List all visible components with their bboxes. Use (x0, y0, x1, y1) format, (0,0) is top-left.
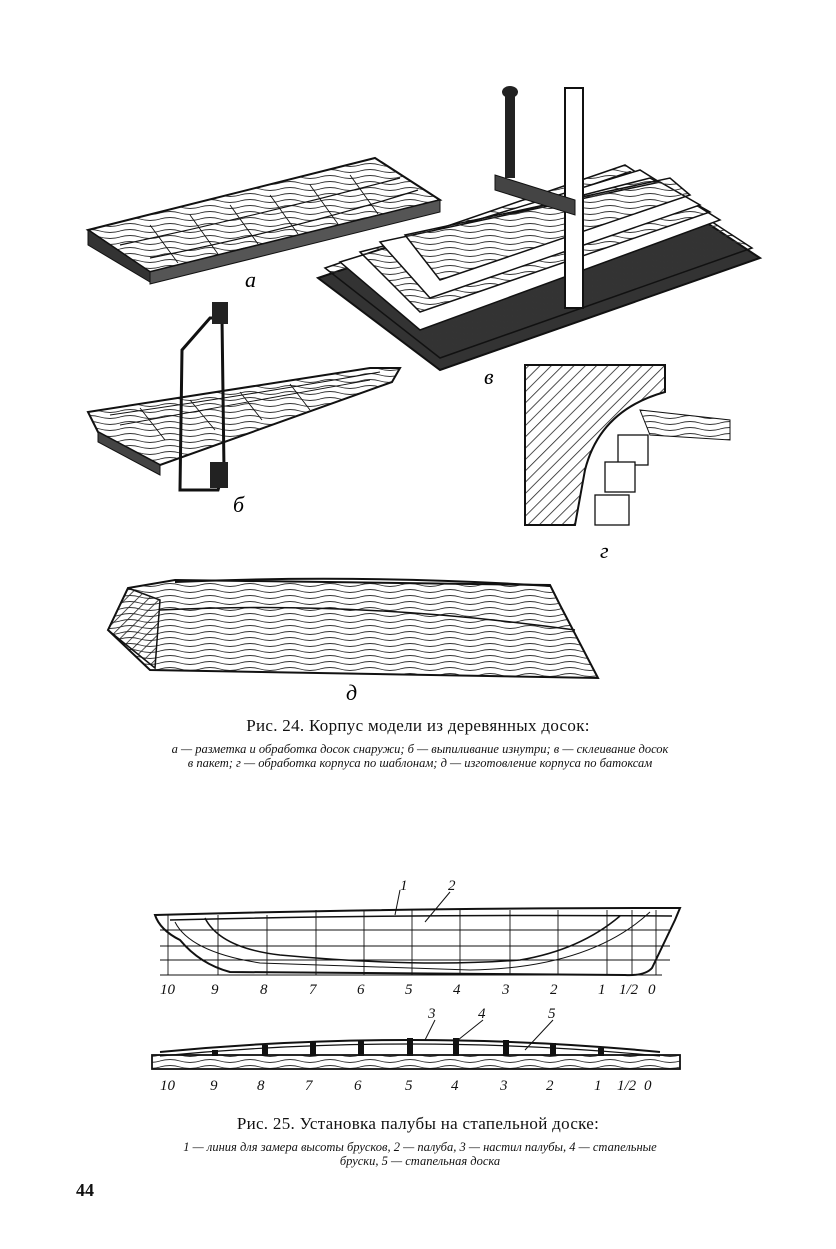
plank-marking-drawing (85, 156, 443, 285)
label-a: а (245, 267, 256, 292)
station-label: 6 (357, 982, 365, 998)
station-label: 0 (648, 982, 656, 998)
station-label: 10 (160, 982, 176, 998)
figure-24-title: Рис. 24. Корпус модели из деревянных дос… (246, 716, 590, 735)
station-label: 7 (305, 1078, 314, 1094)
deck-setup-drawing (151, 1019, 681, 1070)
station-label: 4 (451, 1078, 459, 1094)
callout-4: 4 (478, 1006, 486, 1022)
page-number: 44 (76, 1180, 94, 1200)
figure-25-legend-line-2: бруски, 5 — стапельная доска (339, 1154, 501, 1168)
figure-24-legend-line-1: а — разметка и обработка досок снаружи; … (171, 742, 669, 756)
label-g: г (600, 538, 609, 563)
figure-25-legend-line-1: 1 — линия для замера высоты брусков, 2 —… (183, 1140, 657, 1154)
station-label: 0 (644, 1078, 652, 1094)
callout-5: 5 (548, 1006, 556, 1022)
label-d: д (346, 680, 357, 700)
figure-25-title: Рис. 25. Установка палубы на стапельной … (236, 1114, 600, 1133)
station-label: 1 (594, 1078, 602, 1094)
callout-3: 3 (427, 1006, 436, 1022)
station-label: 1 (598, 982, 606, 998)
station-label: 6 (354, 1078, 362, 1094)
callout-2: 2 (448, 878, 456, 894)
label-v: в (484, 364, 494, 389)
station-label: 10 (160, 1078, 176, 1094)
station-label: 1/2 (617, 1078, 637, 1094)
callout-1: 1 (400, 878, 408, 894)
station-label: 3 (499, 1078, 508, 1094)
station-label: 9 (210, 1078, 218, 1094)
station-label: 7 (309, 982, 318, 998)
station-label: 2 (550, 982, 558, 998)
station-label: 8 (257, 1078, 265, 1094)
hull-profile-drawing (153, 889, 682, 977)
station-label: 3 (501, 982, 510, 998)
station-label: 9 (211, 982, 219, 998)
figure-24-illustration: а б в г д (85, 86, 763, 700)
fret-saw-drawing (86, 302, 402, 492)
station-label: 5 (405, 982, 413, 998)
buttock-block-drawing (106, 577, 600, 680)
station-label: 5 (405, 1078, 413, 1094)
figure-25-illustration: 1 2 10 9 8 7 6 5 4 3 2 1 1/2 0 3 4 5 10 … (151, 878, 682, 1094)
template-drawing (524, 364, 731, 526)
station-labels-bottom: 10 9 8 7 6 5 4 3 2 1 1/2 0 (160, 1078, 652, 1094)
station-label: 2 (546, 1078, 554, 1094)
clamped-stack-drawing (315, 86, 763, 372)
station-label: 4 (453, 982, 461, 998)
label-b: б (233, 492, 245, 517)
figure-24-legend-line-2: в пакет; г — обработка корпуса по шаблон… (187, 756, 653, 770)
station-label: 1/2 (619, 982, 639, 998)
station-labels-top: 10 9 8 7 6 5 4 3 2 1 1/2 0 (160, 982, 656, 998)
station-label: 8 (260, 982, 268, 998)
